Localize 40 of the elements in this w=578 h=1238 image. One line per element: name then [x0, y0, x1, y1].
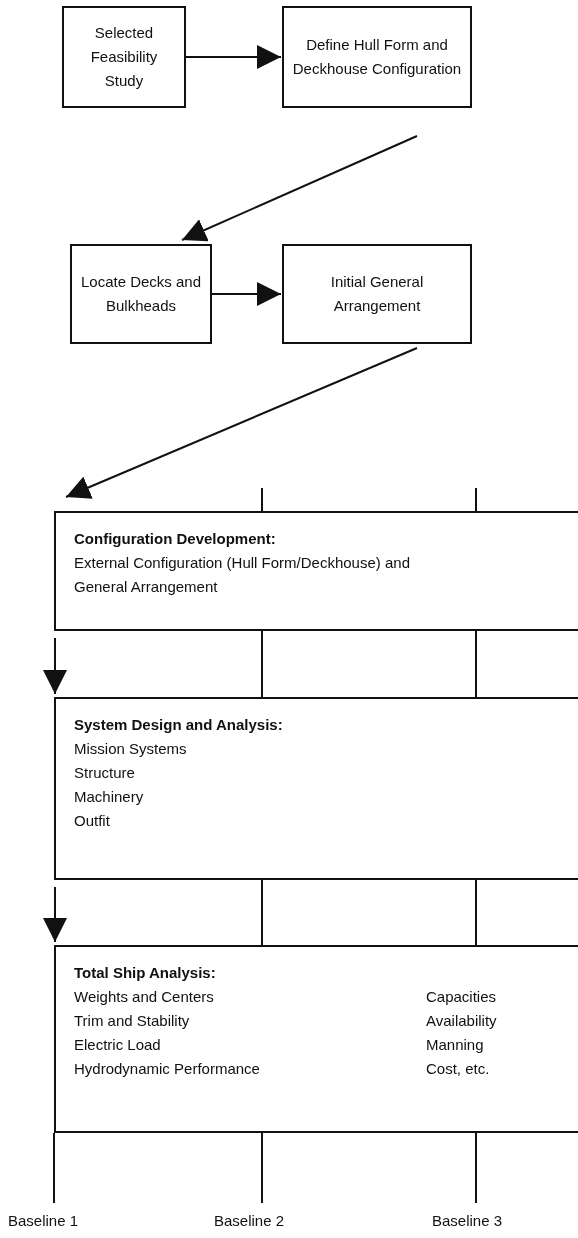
connector-line [475, 630, 477, 698]
box-text: Selected Feasibility Study [89, 23, 159, 91]
arrow [211, 282, 282, 306]
baseline-label: Baseline 3 [432, 1212, 503, 1229]
connector-line [475, 879, 477, 946]
panel-item: Mission Systems [74, 739, 188, 759]
stage-panel [54, 945, 578, 1133]
panel-item: Manning [426, 1035, 485, 1055]
panel-item: Availability [426, 1011, 498, 1031]
process-box [62, 6, 186, 108]
panel-item: Electric Load [74, 1035, 162, 1055]
panel-item: Cost, etc. [426, 1059, 491, 1079]
baseline-label: Baseline 2 [214, 1212, 285, 1229]
baseline-label: Baseline 1 [8, 1212, 79, 1229]
panel-item: Capacities [426, 987, 498, 1007]
box-text: Locate Decks and Bulkheads [80, 272, 202, 316]
panel-heading: Total Ship Analysis: [74, 963, 217, 983]
panel-item: Weights and Centers [74, 987, 215, 1007]
arrow [43, 886, 67, 943]
process-box [70, 244, 212, 344]
panel-item: Machinery [74, 787, 145, 807]
arrow [43, 637, 67, 695]
process-box [282, 244, 472, 344]
arrow [181, 135, 418, 242]
panel-item: External Configuration (Hull Form/Deckhouse) and General Arrangement [74, 553, 411, 597]
panel-item: Outfit [74, 811, 111, 831]
panel-item: Trim and Stability [74, 1011, 191, 1031]
box-text: Initial General Arrangement [329, 272, 425, 316]
stage-panel [54, 697, 578, 880]
panel-item: Structure [74, 763, 136, 783]
arrow [65, 347, 418, 499]
connector-line [261, 879, 263, 946]
panel-item: Hydrodynamic Performance [74, 1059, 261, 1079]
stage-panel [54, 511, 578, 631]
panel-heading: Configuration Development: [74, 529, 277, 549]
connector-line [261, 630, 263, 698]
arrow [185, 45, 282, 69]
box-text: Define Hull Form and Deckhouse Configuration [292, 35, 462, 79]
panel-heading: System Design and Analysis: [74, 715, 284, 735]
process-box [282, 6, 472, 108]
